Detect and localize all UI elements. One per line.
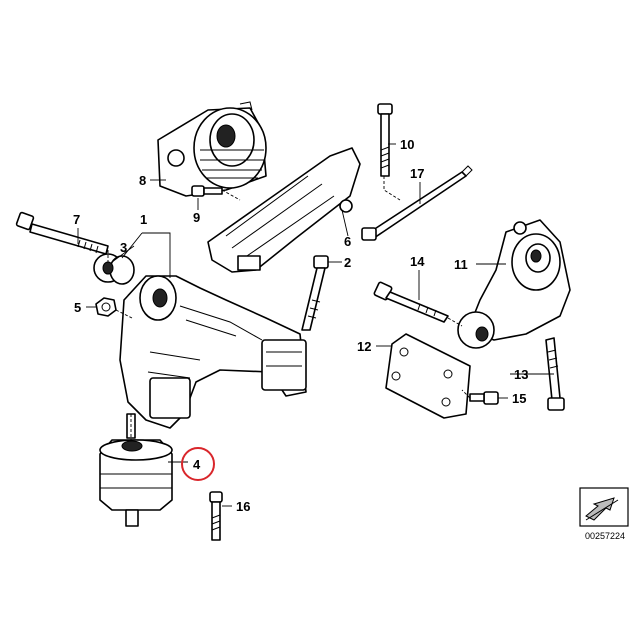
part-1-main-bracket[interactable] xyxy=(119,275,307,429)
callout-11[interactable]: 11 xyxy=(454,257,468,272)
dash-line-10 xyxy=(383,176,401,201)
part-13-bolt[interactable] xyxy=(545,337,565,411)
part-16-bolt[interactable] xyxy=(209,491,223,541)
callout-3[interactable]: 3 xyxy=(120,240,127,255)
dash-line-14 xyxy=(447,317,463,327)
callout-6[interactable]: 6 xyxy=(344,234,351,249)
reference-number: 00257224 xyxy=(585,531,625,541)
part-2-bolt[interactable] xyxy=(301,255,329,331)
callout-2[interactable]: 2 xyxy=(344,255,351,270)
callout-9[interactable]: 9 xyxy=(193,210,200,225)
dash-line-15 xyxy=(461,389,471,399)
part-9-bolt[interactable] xyxy=(191,185,223,197)
part-15-bolt[interactable] xyxy=(469,391,499,405)
leader-6 xyxy=(341,209,349,237)
highlight-circle-4 xyxy=(181,447,215,481)
part-4-lower-mount[interactable] xyxy=(99,413,173,527)
callout-10[interactable]: 10 xyxy=(400,137,414,152)
part-12-plate[interactable] xyxy=(385,333,471,419)
part-5-nut[interactable] xyxy=(95,297,117,317)
dash-line-9 xyxy=(221,189,241,201)
part-11-torque-mount[interactable] xyxy=(457,219,571,349)
part-7-bolt[interactable] xyxy=(15,211,109,255)
part-10-bolt[interactable] xyxy=(377,103,393,177)
part-8-upper-mount[interactable] xyxy=(157,101,267,197)
callout-13[interactable]: 13 xyxy=(514,367,528,382)
callout-17[interactable]: 17 xyxy=(410,166,424,181)
part-14-bolt[interactable] xyxy=(373,281,449,323)
part-6-bracket[interactable] xyxy=(207,147,361,273)
callout-16[interactable]: 16 xyxy=(236,499,250,514)
callout-4[interactable]: 4 xyxy=(193,457,201,472)
callout-12[interactable]: 12 xyxy=(357,339,371,354)
dash-line-5 xyxy=(115,309,133,319)
callout-7[interactable]: 7 xyxy=(73,212,80,227)
callout-8[interactable]: 8 xyxy=(139,173,146,188)
part-17-cable-tie[interactable] xyxy=(361,165,473,241)
leader-1 xyxy=(121,232,171,278)
callout-15[interactable]: 15 xyxy=(512,391,526,406)
callout-5[interactable]: 5 xyxy=(74,300,81,315)
callout-1[interactable]: 1 xyxy=(140,212,147,227)
part-3-bushing[interactable] xyxy=(93,253,135,285)
callout-14[interactable]: 14 xyxy=(410,254,425,269)
leader-3 xyxy=(111,245,135,263)
orientation-arrow-icon xyxy=(579,487,629,527)
